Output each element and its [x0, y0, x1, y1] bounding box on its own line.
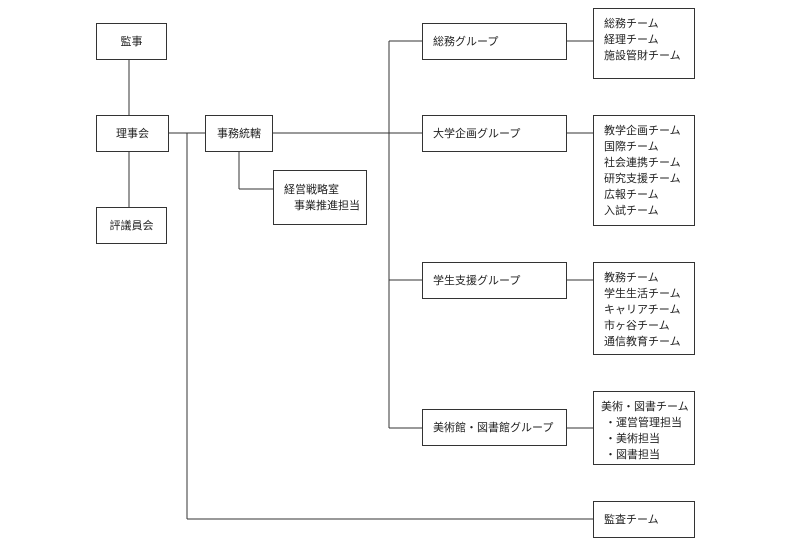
rijikai-box: 理事会	[96, 115, 169, 152]
rijikai-label: 理事会	[116, 126, 149, 140]
bijutsukan-teams-box: 美術・図書チーム ・運営管理担当 ・美術担当 ・図書担当	[593, 391, 695, 465]
team-sub-item: ・運営管理担当	[605, 416, 682, 429]
gakusei-shien-group-box: 学生支援グループ	[422, 262, 567, 299]
somu-group-box: 総務グループ	[422, 23, 567, 60]
team-item: 市ヶ谷チーム	[604, 319, 670, 332]
jimu-tokatsu-label: 事務統轄	[217, 126, 261, 140]
team-item: 社会連携チーム	[604, 156, 681, 169]
jimu-tokatsu-box: 事務統轄	[205, 115, 273, 152]
bijutsukan-group-label: 美術館・図書館グループ	[433, 420, 554, 434]
hyogiinkai-label: 評議員会	[109, 218, 154, 232]
team-item: 教学企画チーム	[604, 124, 681, 137]
keiei-senryaku-box: 経営戦略室 事業推進担当	[273, 170, 367, 225]
kanji-label: 監事	[120, 34, 143, 48]
somu-teams-box: 総務チーム 経理チーム 施設管財チーム	[593, 8, 695, 79]
team-item: 経理チーム	[604, 33, 659, 46]
daigaku-kikaku-group-box: 大学企画グループ	[422, 115, 567, 152]
team-item: 教務チーム	[604, 271, 659, 284]
team-item: 美術・図書チーム	[601, 400, 689, 413]
team-sub-item: ・美術担当	[605, 432, 660, 445]
bijutsukan-group-box: 美術館・図書館グループ	[422, 409, 567, 446]
team-item: 通信教育チーム	[604, 335, 681, 348]
team-item: 入試チーム	[604, 204, 659, 217]
daigaku-kikaku-group-label: 大学企画グループ	[433, 126, 521, 140]
kansa-team-box: 監査チーム	[593, 501, 695, 538]
team-item: キャリアチーム	[604, 303, 681, 316]
team-item: 総務チーム	[604, 17, 659, 30]
kansa-team-label: 監査チーム	[604, 512, 659, 526]
team-item: 広報チーム	[604, 188, 659, 201]
gakusei-shien-group-label: 学生支援グループ	[433, 273, 521, 287]
team-sub-item: ・図書担当	[605, 448, 660, 461]
team-item: 研究支援チーム	[604, 172, 681, 185]
daigaku-kikaku-teams-box: 教学企画チーム 国際チーム 社会連携チーム 研究支援チーム 広報チーム 入試チー…	[593, 115, 695, 226]
team-item: 施設管財チーム	[604, 49, 681, 62]
keiei-senryaku-member: 事業推進担当	[294, 199, 360, 212]
team-item: 国際チーム	[604, 140, 659, 153]
keiei-senryaku-title: 経営戦略室	[284, 183, 339, 196]
gakusei-shien-teams-box: 教務チーム 学生生活チーム キャリアチーム 市ヶ谷チーム 通信教育チーム	[593, 262, 695, 355]
hyogiinkai-box: 評議員会	[96, 207, 167, 244]
somu-group-label: 総務グループ	[433, 34, 499, 48]
kanji-box: 監事	[96, 23, 167, 60]
team-item: 学生生活チーム	[604, 287, 681, 300]
